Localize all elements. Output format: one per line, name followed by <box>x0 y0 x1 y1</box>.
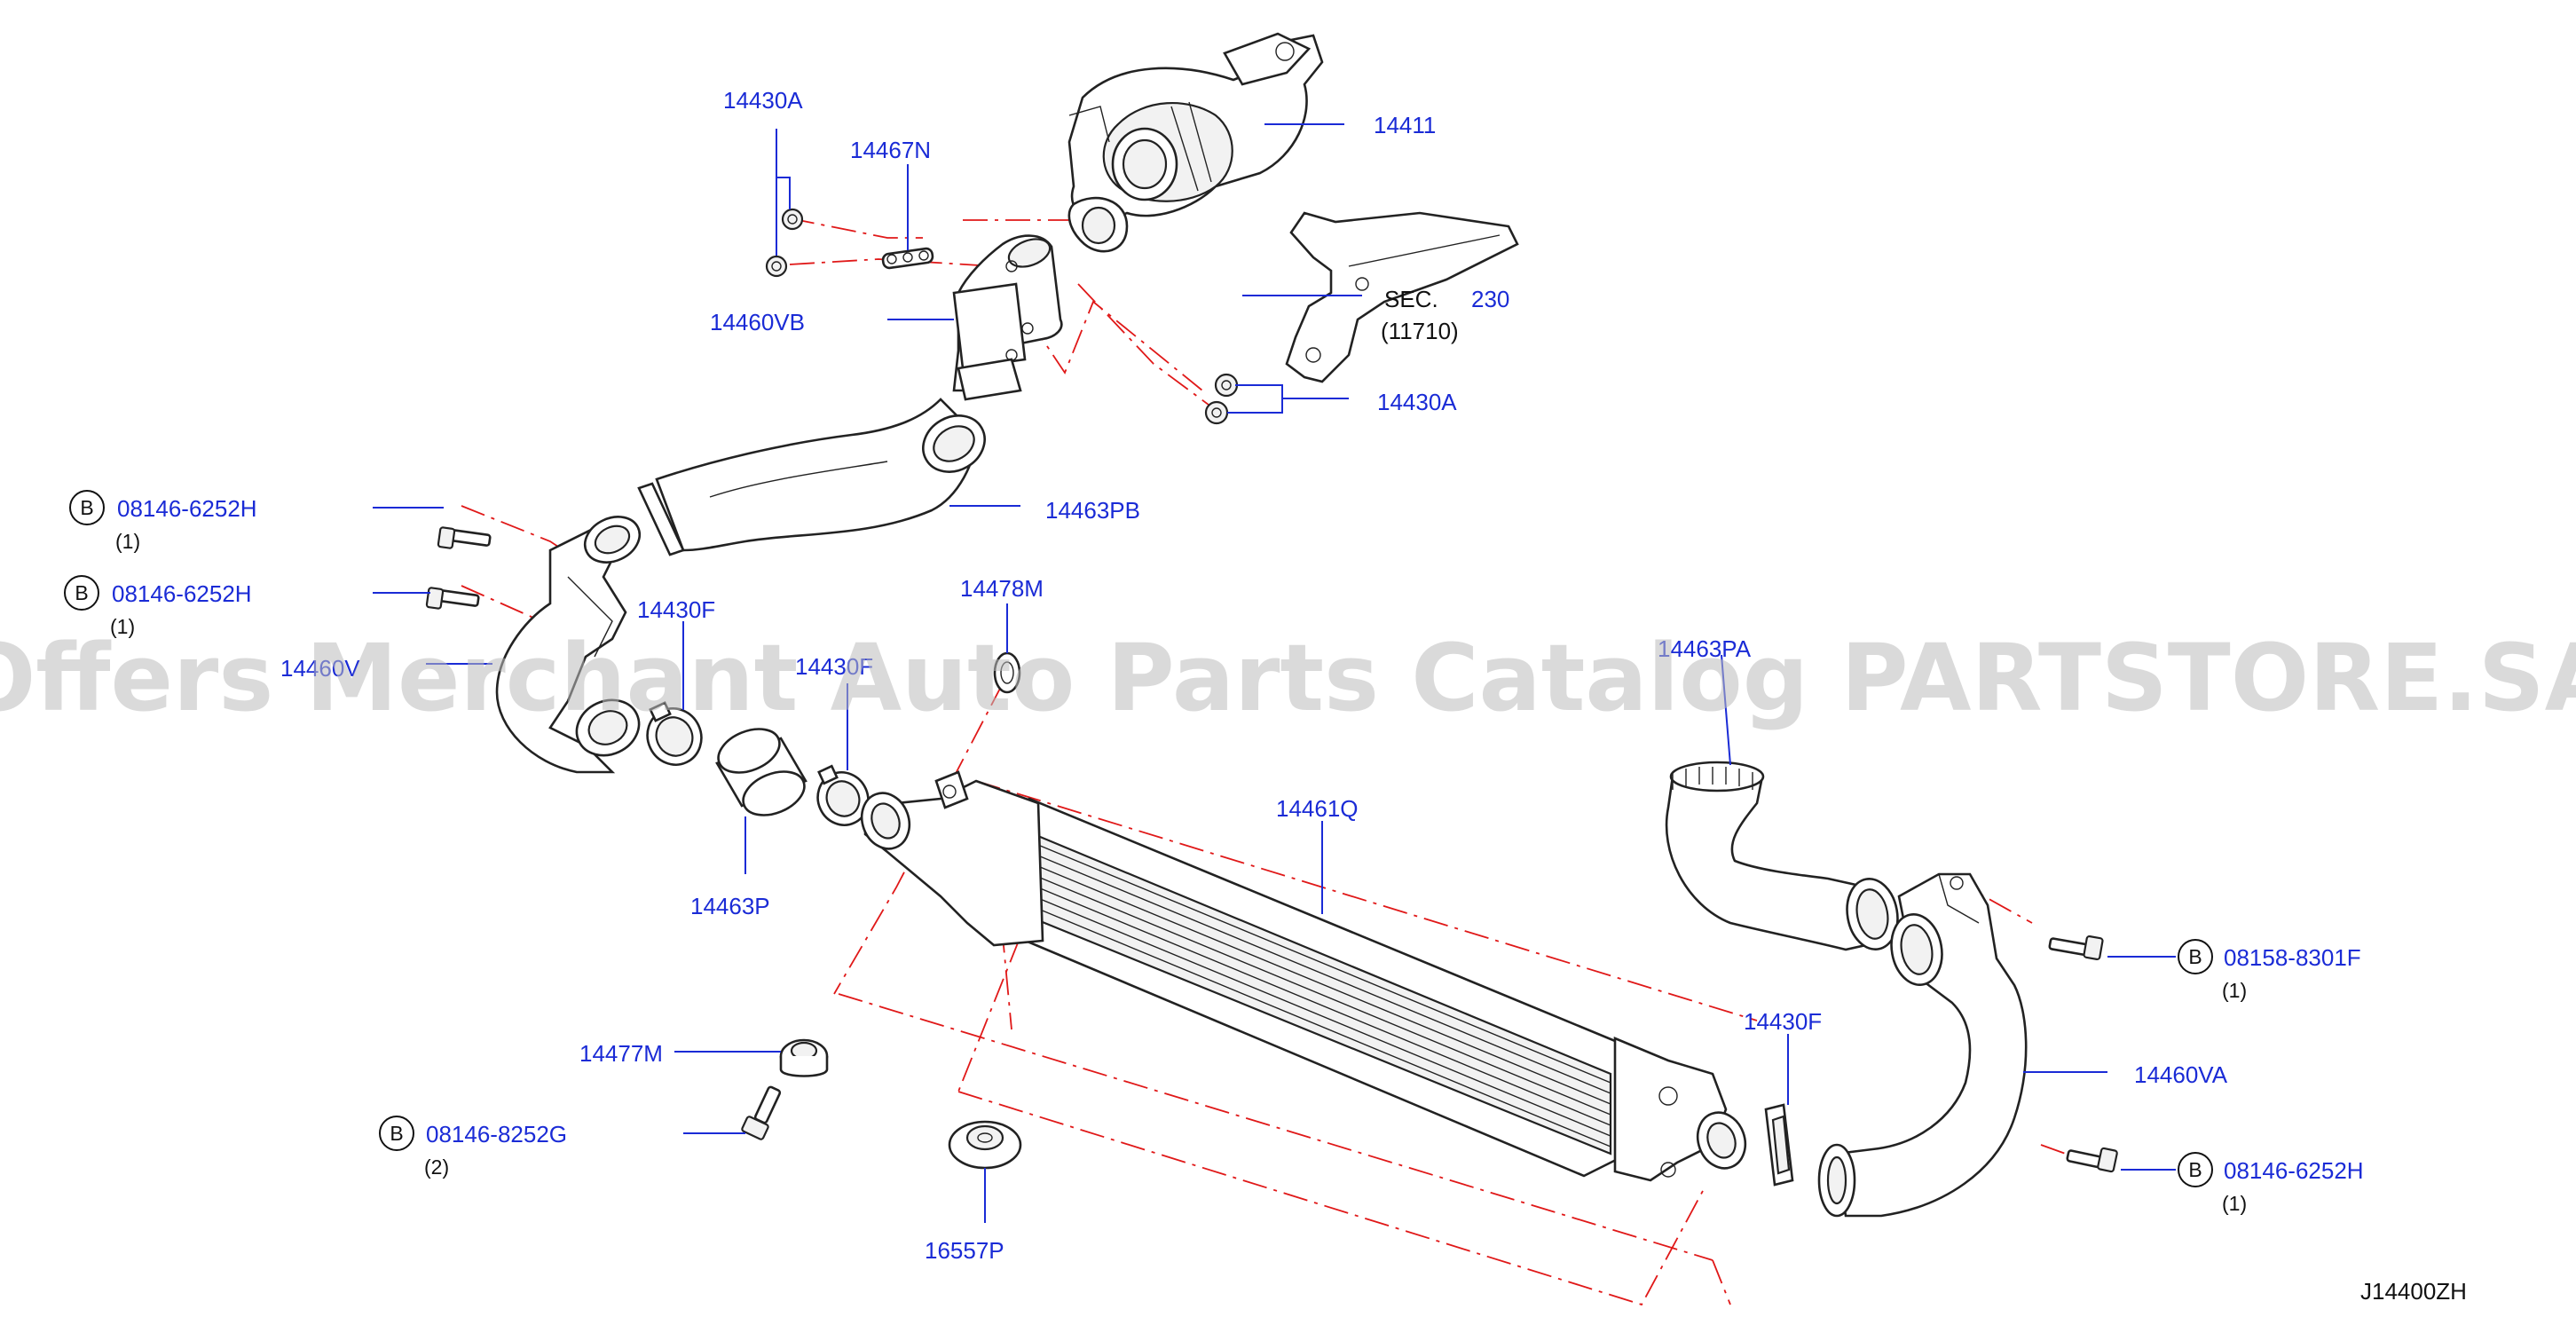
label-14411: 14411 <box>1374 112 1436 138</box>
label-14430F-a: 14430F <box>637 596 715 623</box>
clamp-14430F-b <box>816 764 870 826</box>
callout-labels: 14411 14430A 14467N 14460VB SEC. 230 (11… <box>280 87 2228 1264</box>
label-14478M: 14478M <box>960 575 1044 602</box>
label-14477M: 14477M <box>579 1040 663 1067</box>
badge-circle <box>2178 1152 2213 1187</box>
bolt-callout-4: B 08146-8252G (2) <box>379 1116 567 1179</box>
bolt-part-number: 08146-8252G <box>426 1121 567 1147</box>
label-16557P: 16557P <box>925 1237 1004 1264</box>
bolt-left-1 <box>437 526 492 549</box>
hose-14463PA <box>1665 761 1899 951</box>
label-14463P: 14463P <box>690 893 770 919</box>
badge-circle <box>379 1116 414 1151</box>
badge-circle <box>2178 939 2213 974</box>
bolt-callout-3: B 08158-8301F (1) <box>2178 939 2361 1002</box>
pipe-14460VB <box>952 234 1063 401</box>
label-sec-ref: (11710) <box>1381 318 1459 344</box>
bolt-quantity: (2) <box>424 1155 449 1179</box>
label-14460VB: 14460VB <box>710 309 805 335</box>
bracket-sec-230 <box>1285 211 1519 383</box>
bolt-callout-1: B 08146-6252H (1) <box>69 490 257 553</box>
label-14463PA: 14463PA <box>1658 635 1752 662</box>
label-14460V: 14460V <box>280 655 360 682</box>
label-14430F-c: 14430F <box>1744 1008 1822 1035</box>
label-14461Q: 14461Q <box>1276 795 1359 822</box>
badge-letter: B <box>75 581 88 604</box>
label-sec-number: 230 <box>1471 286 1509 312</box>
bolt-part-number: 08158-8301F <box>2224 944 2361 971</box>
mount-14477M <box>779 1038 829 1077</box>
diagram-code: J14400ZH <box>2360 1278 2467 1305</box>
bolt-right-1 <box>2048 935 2104 961</box>
bolt-quantity: (1) <box>110 615 135 638</box>
bolt-08146-8252G <box>741 1085 782 1140</box>
badge-circle <box>64 575 99 611</box>
badge-letter: B <box>80 496 93 519</box>
gasket-14467N <box>881 247 934 270</box>
bolt-callout-5: B 08146-6252H (1) <box>2178 1152 2364 1215</box>
watermark-text: Offers Merchant Auto Parts Catalog PARTS… <box>0 624 2576 732</box>
hose-14463P <box>715 728 807 816</box>
bolt-quantity: (1) <box>2222 1192 2247 1215</box>
intercooler-14461Q <box>860 770 1747 1182</box>
bolt-right-2 <box>2066 1147 2118 1173</box>
label-14463PB: 14463PB <box>1045 497 1140 524</box>
pipe-14460VA <box>1817 872 2028 1218</box>
label-14430A-top: 14430A <box>723 87 803 114</box>
clamp-14430F-a <box>646 701 703 766</box>
bolt-part-number: 08146-6252H <box>112 580 252 607</box>
badge-circle <box>69 490 105 525</box>
clamp-14430F-c <box>1764 1103 1794 1187</box>
bolt-part-number: 08146-6252H <box>117 495 257 522</box>
bolt-quantity: (1) <box>115 530 140 553</box>
badge-letter: B <box>2188 945 2202 968</box>
assembly-chain-lines <box>461 217 2086 1306</box>
label-14430A-mid: 14430A <box>1377 389 1457 415</box>
grommet-16557P <box>948 1120 1022 1170</box>
nut-14430A-mid-pair <box>1204 373 1239 425</box>
label-14460VA: 14460VA <box>2134 1061 2228 1088</box>
turbocharger-14411 <box>1067 32 1324 253</box>
leader-lines <box>373 123 2176 1223</box>
bolt-left-2 <box>425 587 480 610</box>
label-14430F-b: 14430F <box>795 653 873 680</box>
bolt-part-number: 08146-6252H <box>2224 1157 2364 1184</box>
badge-letter: B <box>390 1122 403 1145</box>
hose-14463PB <box>637 398 986 556</box>
bolt-callout-2: B 08146-6252H (1) <box>64 575 252 638</box>
label-14467N: 14467N <box>850 137 931 163</box>
bolt-quantity: (1) <box>2222 979 2247 1002</box>
badge-letter: B <box>2188 1158 2202 1181</box>
pipe-14460V <box>495 516 642 774</box>
nut-14430A-upper-pair <box>765 208 804 278</box>
label-sec-prefix: SEC. <box>1384 286 1438 312</box>
